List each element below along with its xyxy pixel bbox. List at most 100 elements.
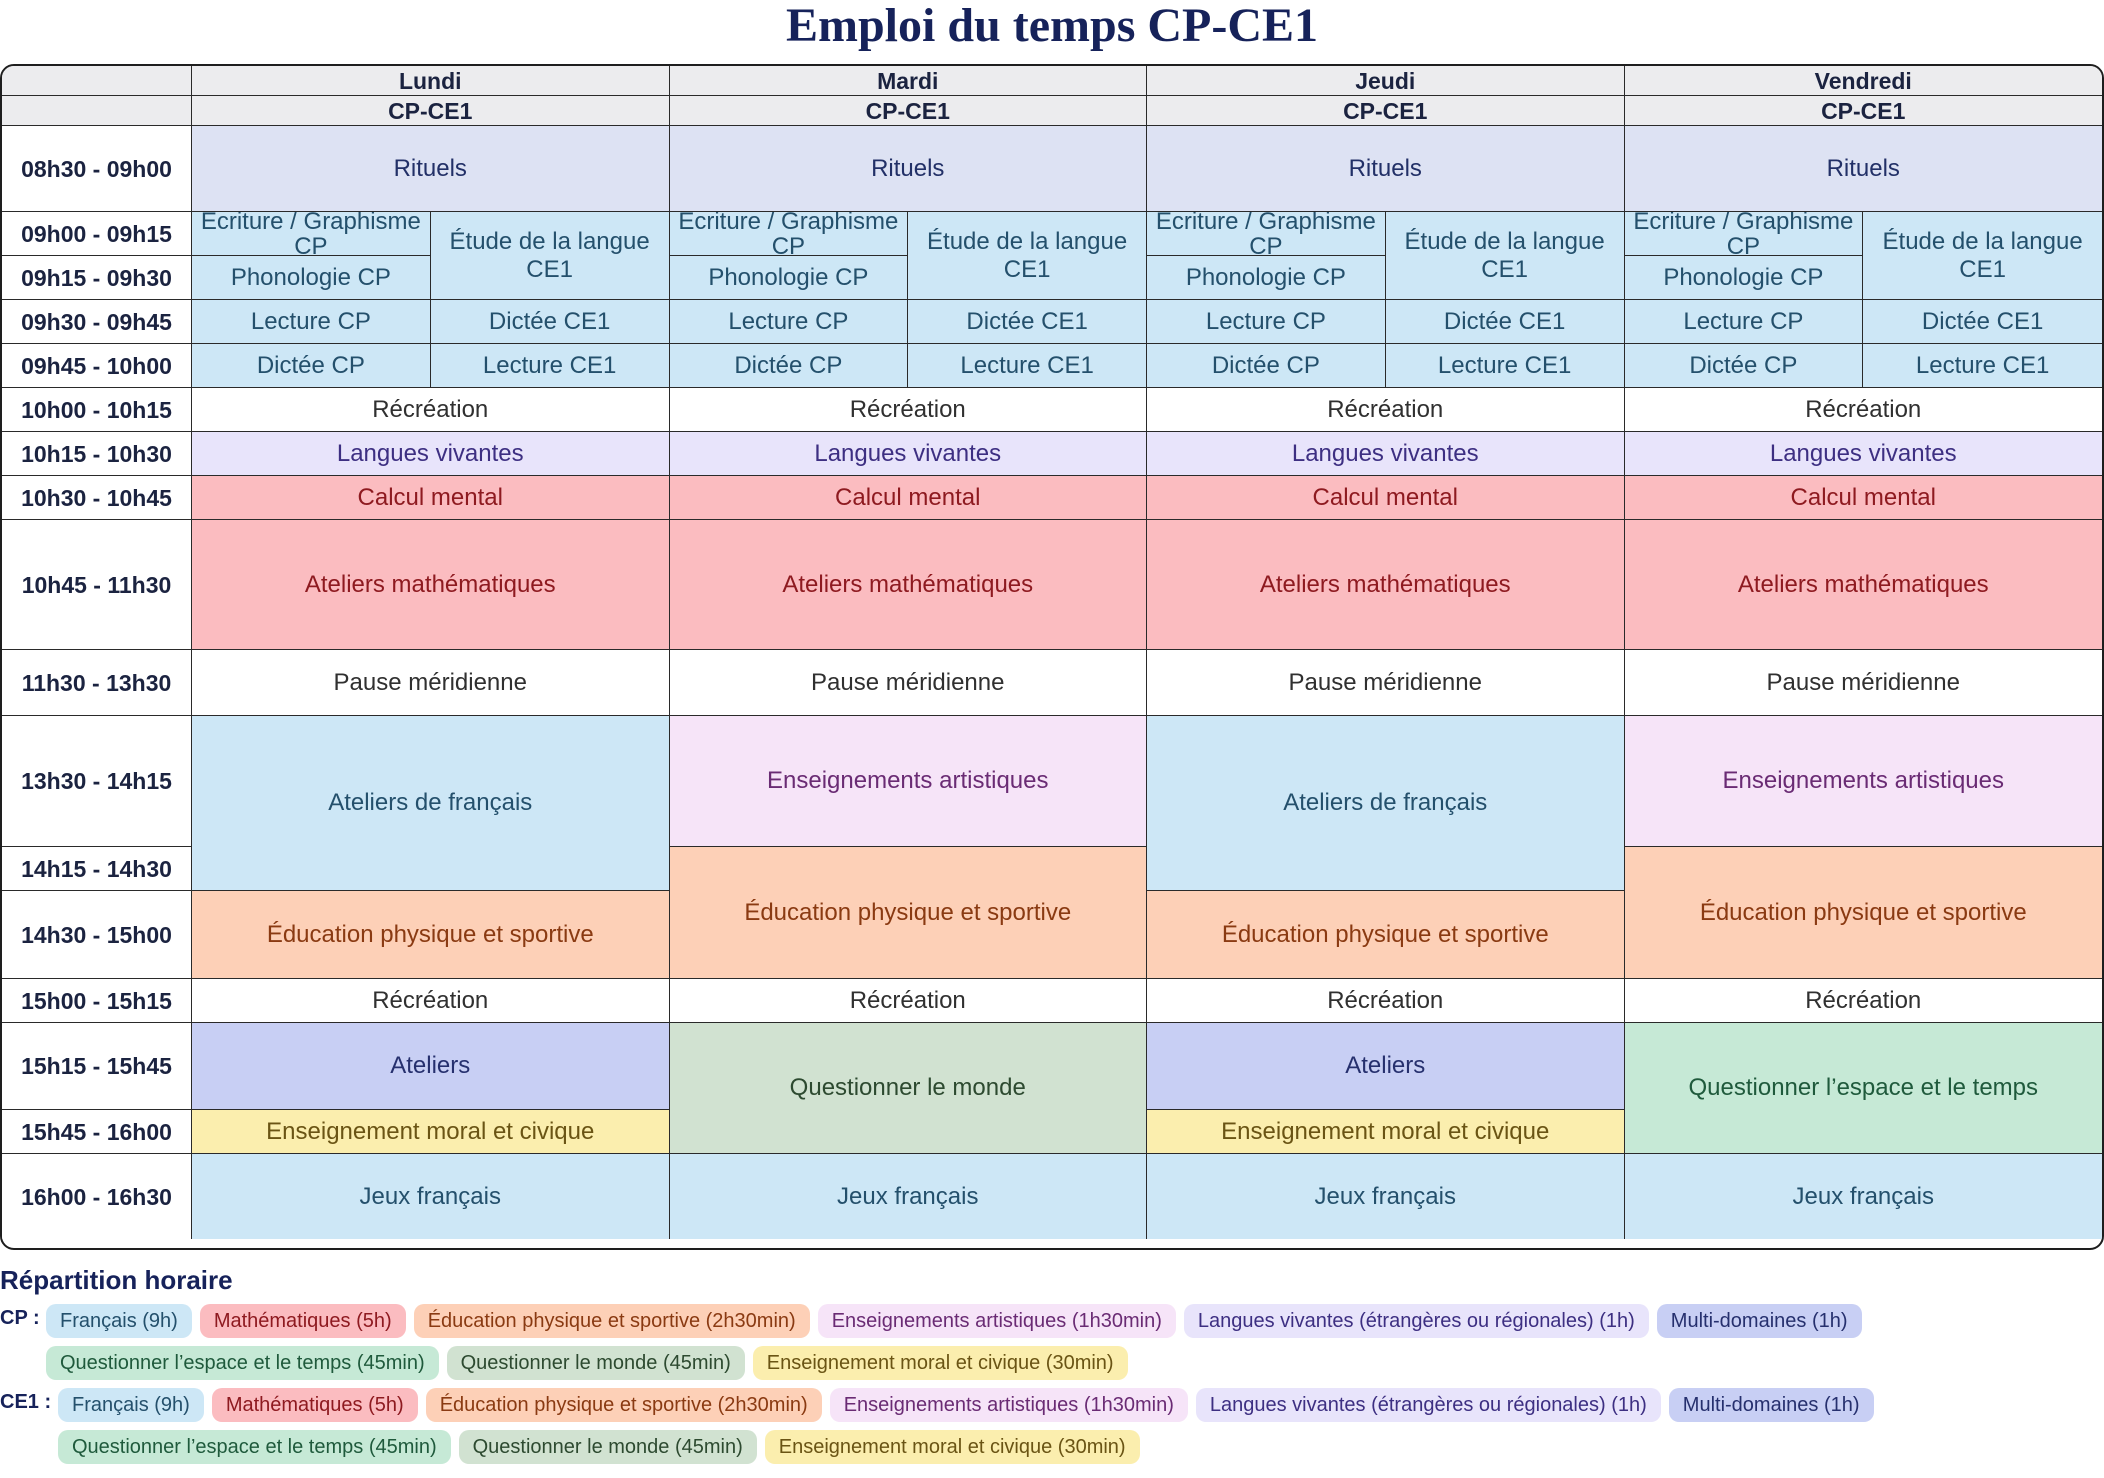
time-slot: 10h15 - 10h30 bbox=[2, 432, 192, 476]
day-header-lundi: Lundi bbox=[192, 66, 670, 96]
lesson-jeux-francais: Jeux français bbox=[1624, 1154, 2102, 1239]
time-slot: 14h30 - 15h00 bbox=[2, 891, 192, 979]
lesson-calcul-mental: Calcul mental bbox=[192, 476, 670, 520]
legend-chips: Français (9h) Mathématiques (5h) Éducati… bbox=[46, 1304, 1862, 1338]
legend-chip-emc: Enseignement moral et civique (30min) bbox=[764, 1430, 1140, 1464]
legend-chip-multi-domaines: Multi-domaines (1h) bbox=[1656, 1304, 1862, 1338]
lesson-lecture-ce1: Lecture CE1 bbox=[430, 344, 670, 388]
lesson-pause-meridienne: Pause méridienne bbox=[1624, 650, 2102, 716]
time-slot: 09h15 - 09h30 bbox=[2, 256, 192, 300]
corner-cell bbox=[2, 96, 192, 126]
lesson-lecture-cp: Lecture CP bbox=[1147, 300, 1386, 344]
legend-row-cp-2: Questionner l’espace et le temps (45min)… bbox=[0, 1342, 2104, 1384]
lesson-ecriture-cp: Écriture / Graphisme CP bbox=[1147, 212, 1386, 256]
lesson-questionner-monde: Questionner le monde bbox=[669, 1023, 1147, 1154]
lesson-ateliers-maths: Ateliers mathématiques bbox=[669, 520, 1147, 650]
timetable-grid: Lundi Mardi Jeudi Vendredi CP-CE1 CP-CE1… bbox=[2, 66, 2102, 1248]
time-slot: 10h30 - 10h45 bbox=[2, 476, 192, 520]
day-header-jeudi: Jeudi bbox=[1147, 66, 1625, 96]
time-slot: 15h00 - 15h15 bbox=[2, 979, 192, 1023]
legend-row-ce1-2: Questionner l’espace et le temps (45min)… bbox=[0, 1426, 2104, 1468]
lesson-jeux-francais: Jeux français bbox=[1147, 1154, 1625, 1239]
lesson-ecriture-cp: Écriture / Graphisme CP bbox=[669, 212, 909, 256]
lesson-ateliers: Ateliers bbox=[192, 1023, 670, 1110]
legend-chip-arts: Enseignements artistiques (1h30min) bbox=[829, 1388, 1188, 1422]
lesson-recreation: Récréation bbox=[669, 979, 1147, 1023]
time-slot: 14h15 - 14h30 bbox=[2, 847, 192, 891]
time-slot: 09h30 - 09h45 bbox=[2, 300, 192, 344]
lesson-dictee-cp: Dictée CP bbox=[1624, 344, 1864, 388]
legend-row-ce1: CE1 : Français (9h) Mathématiques (5h) É… bbox=[0, 1384, 2104, 1426]
corner-cell bbox=[2, 66, 192, 96]
lesson-recreation: Récréation bbox=[1624, 388, 2102, 432]
lesson-ecriture-cp: Écriture / Graphisme CP bbox=[1624, 212, 1864, 256]
day-header-mardi: Mardi bbox=[669, 66, 1147, 96]
time-slot: 15h15 - 15h45 bbox=[2, 1023, 192, 1110]
level-header: CP-CE1 bbox=[669, 96, 1147, 126]
time-slot: 11h30 - 13h30 bbox=[2, 650, 192, 716]
legend-chip-francais: Français (9h) bbox=[46, 1304, 192, 1338]
lesson-eps: Éducation physique et sportive bbox=[1624, 847, 2102, 979]
level-header: CP-CE1 bbox=[192, 96, 670, 126]
legend-chip-langues: Langues vivantes (étrangères ou régional… bbox=[1183, 1304, 1649, 1338]
lesson-recreation: Récréation bbox=[669, 388, 1147, 432]
lesson-recreation: Récréation bbox=[1624, 979, 2102, 1023]
lesson-rituels: Rituels bbox=[1624, 126, 2102, 212]
legend-chip-questionner-espace-temps: Questionner l’espace et le temps (45min) bbox=[46, 1346, 439, 1380]
lesson-dictee-ce1: Dictée CE1 bbox=[1863, 300, 2102, 344]
lesson-eps: Éducation physique et sportive bbox=[669, 847, 1147, 979]
lesson-calcul-mental: Calcul mental bbox=[1624, 476, 2102, 520]
lesson-dictee-ce1: Dictée CE1 bbox=[430, 300, 670, 344]
lesson-lecture-ce1: Lecture CE1 bbox=[908, 344, 1147, 388]
legend-row-cp: CP : Français (9h) Mathématiques (5h) Éd… bbox=[0, 1300, 2104, 1342]
lesson-questionner-espace-temps: Questionner l’espace et le temps bbox=[1624, 1023, 2102, 1154]
lesson-ateliers: Ateliers bbox=[1147, 1023, 1625, 1110]
lesson-ateliers-francais: Ateliers de français bbox=[1147, 716, 1625, 891]
lesson-lecture-ce1: Lecture CE1 bbox=[1863, 344, 2102, 388]
lesson-dictee-cp: Dictée CP bbox=[1147, 344, 1386, 388]
hours-legend: Répartition horaire CP : Français (9h) M… bbox=[0, 1262, 2104, 1468]
legend-title: Répartition horaire bbox=[0, 1265, 233, 1295]
lesson-etude-langue-ce1: Étude de la langue CE1 bbox=[1385, 212, 1625, 300]
lesson-ateliers-maths: Ateliers mathématiques bbox=[1624, 520, 2102, 650]
lesson-jeux-francais: Jeux français bbox=[192, 1154, 670, 1239]
legend-chip-questionner-espace-temps: Questionner l’espace et le temps (45min) bbox=[58, 1430, 451, 1464]
lesson-lecture-cp: Lecture CP bbox=[1624, 300, 1864, 344]
lesson-lecture-cp: Lecture CP bbox=[669, 300, 909, 344]
lesson-pause-meridienne: Pause méridienne bbox=[192, 650, 670, 716]
level-header: CP-CE1 bbox=[1147, 96, 1625, 126]
lesson-langues-vivantes: Langues vivantes bbox=[1624, 432, 2102, 476]
lesson-lecture-ce1: Lecture CE1 bbox=[1385, 344, 1625, 388]
legend-label-ce1: CE1 : bbox=[0, 1391, 52, 1413]
time-slot: 10h45 - 11h30 bbox=[2, 520, 192, 650]
legend-chip-multi-domaines: Multi-domaines (1h) bbox=[1668, 1388, 1874, 1422]
lesson-rituels: Rituels bbox=[192, 126, 670, 212]
legend-chip-mathematiques: Mathématiques (5h) bbox=[199, 1304, 406, 1338]
lesson-phonologie-cp: Phonologie CP bbox=[1147, 256, 1386, 300]
lesson-langues-vivantes: Langues vivantes bbox=[669, 432, 1147, 476]
legend-chip-langues: Langues vivantes (étrangères ou régional… bbox=[1195, 1388, 1661, 1422]
legend-chip-questionner-monde: Questionner le monde (45min) bbox=[446, 1346, 745, 1380]
lesson-calcul-mental: Calcul mental bbox=[1147, 476, 1625, 520]
lesson-ateliers-francais: Ateliers de français bbox=[192, 716, 670, 891]
lesson-rituels: Rituels bbox=[1147, 126, 1625, 212]
lesson-recreation: Récréation bbox=[1147, 979, 1625, 1023]
day-header-vendredi: Vendredi bbox=[1624, 66, 2102, 96]
time-slot: 08h30 - 09h00 bbox=[2, 126, 192, 212]
lesson-ateliers-maths: Ateliers mathématiques bbox=[192, 520, 670, 650]
lesson-recreation: Récréation bbox=[1147, 388, 1625, 432]
lesson-emc: Enseignement moral et civique bbox=[1147, 1110, 1625, 1154]
lesson-rituels: Rituels bbox=[669, 126, 1147, 212]
lesson-pause-meridienne: Pause méridienne bbox=[669, 650, 1147, 716]
legend-chip-questionner-monde: Questionner le monde (45min) bbox=[458, 1430, 757, 1464]
time-slot: 10h00 - 10h15 bbox=[2, 388, 192, 432]
level-header: CP-CE1 bbox=[1624, 96, 2102, 126]
legend-chips: Français (9h) Mathématiques (5h) Éducati… bbox=[58, 1388, 1874, 1422]
legend-label-cp: CP : bbox=[0, 1307, 40, 1329]
legend-chip-emc: Enseignement moral et civique (30min) bbox=[752, 1346, 1128, 1380]
lesson-eps: Éducation physique et sportive bbox=[1147, 891, 1625, 979]
time-slot: 16h00 - 16h30 bbox=[2, 1154, 192, 1239]
page-title: Emploi du temps CP-CE1 bbox=[785, 0, 1319, 52]
timetable: Lundi Mardi Jeudi Vendredi CP-CE1 CP-CE1… bbox=[0, 64, 2104, 1250]
